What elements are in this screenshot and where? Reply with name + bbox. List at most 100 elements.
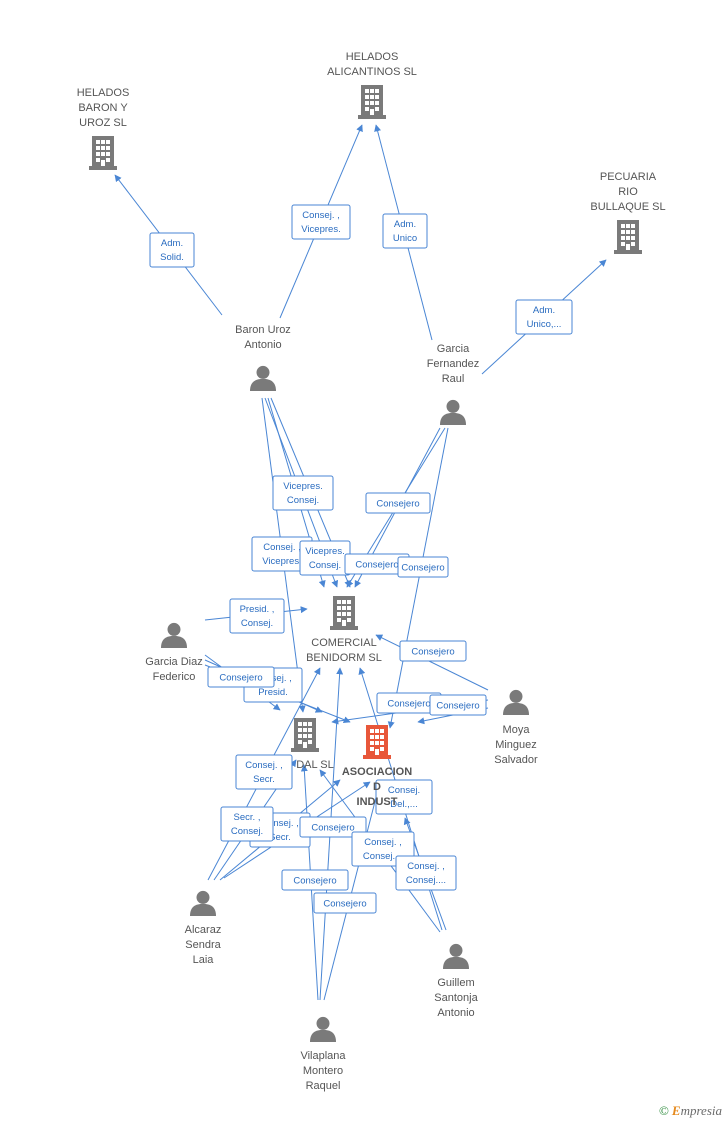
node-label: DAL SL xyxy=(296,759,334,771)
relation-box xyxy=(235,754,293,790)
relation-text: Consej. , xyxy=(302,210,340,221)
relation-text: Consejero xyxy=(376,499,419,510)
node-label: ASOCIACION xyxy=(342,766,412,778)
person-icon xyxy=(440,399,466,425)
relation-label[interactable]: Consejero xyxy=(281,869,349,891)
relation-label[interactable]: Consejero xyxy=(429,694,487,716)
relation-text: Secr. xyxy=(269,832,291,843)
person-icon xyxy=(443,943,469,969)
node-label: Minguez xyxy=(495,739,537,751)
relation-label[interactable]: Consejero xyxy=(313,892,377,914)
relation-label[interactable]: Consej. ,Secr. xyxy=(235,754,293,790)
node-label: Laia xyxy=(193,954,215,966)
node-dal-sl[interactable]: DAL SL xyxy=(291,718,334,771)
node-label: HELADOS xyxy=(77,87,130,99)
node-label: Moya xyxy=(503,724,531,736)
person-icon xyxy=(250,365,276,391)
relation-box xyxy=(429,694,487,716)
relation-text: Consej.... xyxy=(363,851,403,862)
relation-label[interactable]: Adm.Unico xyxy=(382,213,428,249)
relation-label[interactable]: Vicepres. Consej. xyxy=(299,540,351,576)
relation-box xyxy=(149,232,195,268)
node-label: PECUARIA xyxy=(600,171,657,183)
relation-text: Adm. xyxy=(161,238,183,249)
person-icon xyxy=(190,890,216,916)
relation-box xyxy=(399,640,467,662)
relation-label[interactable]: Consej. , Vicepres. xyxy=(291,204,351,240)
node-label: Antonio xyxy=(244,339,281,351)
edge xyxy=(323,781,382,1001)
relation-label[interactable]: Consejero xyxy=(299,816,367,838)
node-label: BENIDORM SL xyxy=(306,652,382,664)
node-label: Garcia xyxy=(437,343,470,355)
relation-text: Consejero xyxy=(293,876,336,887)
relation-label[interactable]: Adm.Unico,... xyxy=(515,299,573,335)
brand-logo-text: mpresia xyxy=(680,1103,722,1118)
relation-box xyxy=(299,816,367,838)
relation-box xyxy=(220,806,274,842)
relation-box xyxy=(207,666,275,688)
node-label: Santonja xyxy=(434,992,478,1004)
brand-footer: ©Empresia xyxy=(659,1103,722,1119)
relation-text: Secr. xyxy=(253,774,275,785)
copyright-icon: © xyxy=(659,1103,669,1118)
relation-text: Consejero xyxy=(311,823,354,834)
relation-text: Presid. , xyxy=(240,604,275,615)
node-label: Vilaplana xyxy=(300,1050,346,1062)
relation-text: Consej. , xyxy=(261,818,299,829)
node-label: Garcia Diaz xyxy=(145,656,202,668)
node-label: Guillem xyxy=(437,977,474,989)
relation-text: Consej.... xyxy=(406,875,446,886)
relation-text: Vicepres. xyxy=(301,224,340,235)
relation-label[interactable]: Secr. ,Consej. xyxy=(220,806,274,842)
relation-text: Consejero xyxy=(436,701,479,712)
relation-text: Consejero xyxy=(387,699,430,710)
building-icon xyxy=(330,596,358,630)
node-label: Federico xyxy=(153,671,196,683)
relation-label[interactable]: Presid. ,Consej. xyxy=(229,598,285,634)
relation-label[interactable]: Consejero xyxy=(399,640,467,662)
node-label: Fernandez xyxy=(427,358,480,370)
relation-label[interactable]: Consej.Del.,... xyxy=(375,779,433,815)
relation-label[interactable]: Adm.Solid. xyxy=(149,232,195,268)
relation-label[interactable]: Consej. ,Consej.... xyxy=(395,855,457,891)
person-icon xyxy=(503,689,529,715)
relation-text: Consej. xyxy=(309,560,341,571)
node-label: Montero xyxy=(303,1065,343,1077)
node-helados-baron[interactable]: HELADOS BARON Y UROZ SL xyxy=(77,87,130,170)
node-label: HELADOS xyxy=(346,51,399,63)
node-label: UROZ SL xyxy=(79,117,127,129)
relation-box xyxy=(375,779,433,815)
relation-label[interactable]: Consejero xyxy=(365,492,431,514)
relation-box xyxy=(291,204,351,240)
building-icon xyxy=(358,85,386,119)
person-icon xyxy=(310,1016,336,1042)
node-label: BULLAQUE SL xyxy=(590,201,665,213)
relation-text: Vicepres. xyxy=(262,556,301,567)
relation-label[interactable]: Consejero xyxy=(397,556,449,578)
relation-text: Vicepres. xyxy=(305,546,344,557)
relation-text: Consej. xyxy=(388,785,420,796)
relation-text: Consejero xyxy=(323,899,366,910)
brand-logo-initial: E xyxy=(671,1103,681,1118)
node-label: Raul xyxy=(442,373,465,385)
relation-text: Consej. xyxy=(287,495,319,506)
node-label: Salvador xyxy=(494,754,538,766)
relation-label[interactable]: Consejero xyxy=(207,666,275,688)
relation-box xyxy=(365,492,431,514)
node-label: Alcaraz xyxy=(185,924,222,936)
node-label: BARON Y xyxy=(78,102,128,114)
relation-text: Unico xyxy=(393,233,417,244)
relation-label[interactable]: Vicepres.Consej. xyxy=(272,475,334,511)
